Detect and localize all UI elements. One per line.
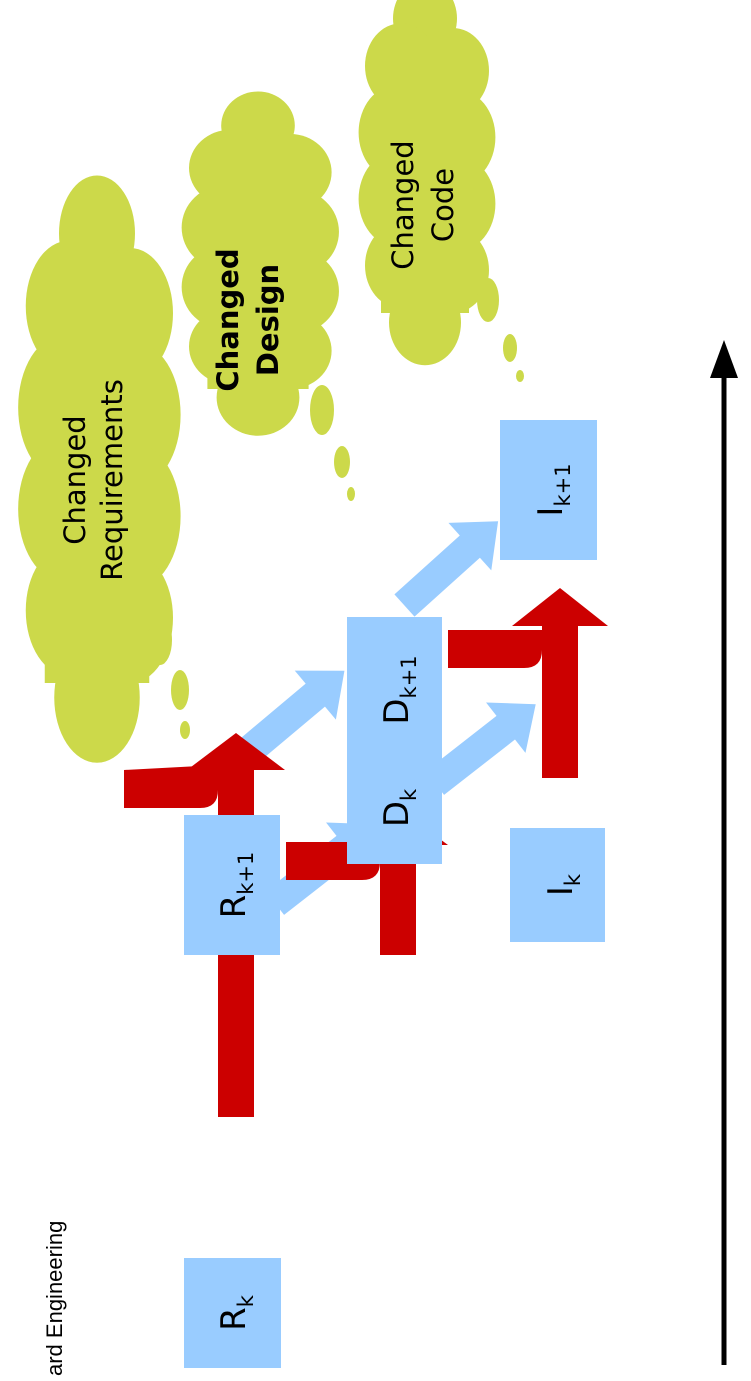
node-dk: Dk [347, 752, 442, 864]
cloud-label-design-line1: Changed [211, 248, 245, 391]
cloud-shape-design [181, 91, 339, 436]
node-box-dk1 [347, 617, 442, 763]
node-letter-dk: D [377, 801, 417, 827]
node-sub-rk1: k+1 [234, 852, 258, 895]
node-sub-dk1: k+1 [397, 655, 421, 698]
node-label-dk1: Dk+1 [377, 655, 421, 724]
node-sub-ik: k [561, 873, 585, 886]
thought-bubble-5 [334, 446, 350, 478]
red-arrow-ik-ik1 [448, 588, 608, 778]
thought-bubble-6 [347, 487, 355, 501]
node-sub-ik1: k+1 [551, 463, 575, 506]
node-box-ik [510, 828, 605, 942]
thought-bubble-7 [477, 278, 499, 322]
node-letter-ik1: I [531, 507, 571, 517]
node-sub-dk: k [397, 788, 421, 801]
cloud-label-requirements-line1: Changed [58, 415, 92, 544]
node-ik1: Ik+1 [500, 420, 597, 560]
thought-bubble-4 [310, 385, 334, 435]
cloud-label-code-line2: Code [426, 168, 460, 242]
node-label-rk: Rk [214, 1294, 258, 1331]
side-label-group: ard Engineering [42, 1221, 67, 1376]
thought-bubble-8 [503, 334, 517, 362]
node-rk: Rk [184, 1258, 281, 1368]
node-letter-ik: I [541, 886, 581, 896]
cloud-changed-design: Changed Design [181, 91, 355, 501]
timeline-arrow [710, 340, 738, 1365]
node-label-ik1: Ik+1 [531, 463, 575, 516]
up-arrow-icon [710, 340, 738, 378]
node-dk1: Dk+1 [347, 617, 442, 763]
thought-bubble-3 [148, 615, 172, 665]
node-ik: Ik [510, 828, 605, 942]
node-sub-rk: k [234, 1294, 258, 1307]
node-label-dk: Dk [377, 788, 421, 827]
node-rk1: Rk+1 [184, 815, 280, 955]
node-letter-rk: R [214, 1307, 254, 1331]
thought-bubble-2 [180, 721, 190, 739]
side-label: ard Engineering [42, 1221, 67, 1376]
blue-arrow-dk1-ik1 [394, 521, 499, 617]
node-label-rk1: Rk+1 [214, 852, 258, 919]
cloud-changed-requirements: Changed Requirements [18, 175, 190, 763]
node-label-ik: Ik [541, 873, 585, 896]
blue-arrow-dk-ik [425, 702, 536, 795]
thought-bubble-1 [171, 670, 189, 710]
node-box-dk [347, 752, 442, 864]
node-letter-rk1: R [214, 895, 254, 919]
cloud-label-requirements-line2: Requirements [95, 379, 129, 581]
blue-arrow-rk1-dk1 [238, 670, 345, 764]
node-box-ik1 [500, 420, 597, 560]
cloud-label-design-line2: Design [251, 264, 285, 376]
node-box-rk1 [184, 815, 280, 955]
cloud-label-code-line1: Changed [386, 140, 420, 269]
node-box-rk [184, 1258, 281, 1368]
thought-bubble-9 [516, 370, 524, 382]
node-letter-dk1: D [377, 698, 417, 724]
cloud-changed-code: Changed Code [358, 0, 524, 382]
